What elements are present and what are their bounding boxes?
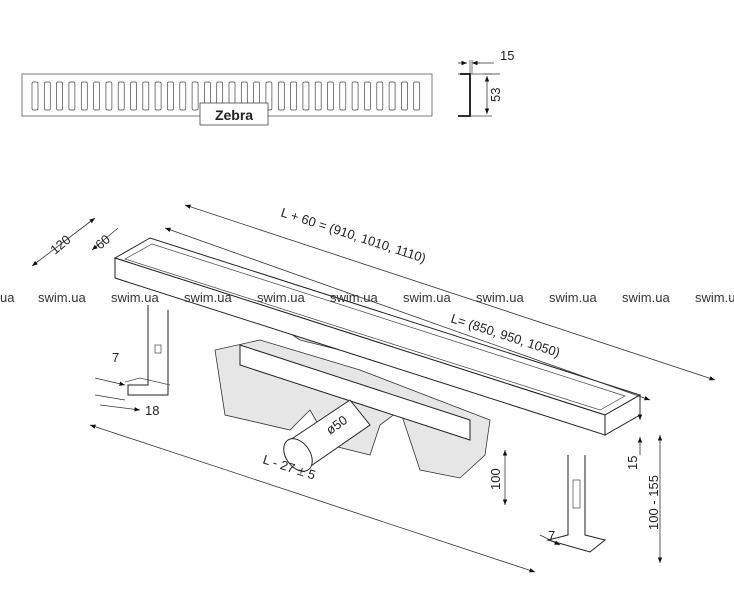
dim-bracket-hole: 7 xyxy=(112,350,119,365)
grate-slot xyxy=(314,81,322,111)
watermark-text: swim.ua xyxy=(549,290,597,305)
grate-slot xyxy=(93,81,100,111)
profile-width-label: 15 xyxy=(500,48,514,63)
grate-slot xyxy=(167,81,174,111)
channel-body xyxy=(113,237,642,553)
grate-slot xyxy=(68,81,76,111)
grate-slot xyxy=(265,81,273,111)
grate-slots xyxy=(31,81,421,111)
grate-slot xyxy=(56,81,63,111)
grate-slot xyxy=(179,81,187,111)
grate-name-box xyxy=(199,102,269,126)
grate-profile: 15 53 xyxy=(458,48,514,117)
dim-width-outer: 120 xyxy=(47,232,73,257)
watermark-text: swim.ua xyxy=(476,290,524,305)
watermark-text: swim.ua xyxy=(330,290,378,305)
grate-slot xyxy=(401,81,408,111)
watermark-text: swim.ua xyxy=(257,290,305,305)
grate-slot xyxy=(277,81,285,111)
grate-slot xyxy=(327,81,334,111)
grate-slot xyxy=(302,81,310,111)
grate-slot xyxy=(339,81,347,111)
grate-slot xyxy=(413,81,421,111)
dim-grate-thickness: 15 xyxy=(625,456,640,470)
grate-slot xyxy=(43,81,51,111)
watermark-text: swim.ua xyxy=(403,290,451,305)
grate-slot xyxy=(105,81,113,111)
watermark-text: swim.ua xyxy=(111,290,159,305)
grate-slot xyxy=(351,81,359,111)
dimension-lines xyxy=(31,204,716,573)
watermark-text: ua xyxy=(0,290,15,305)
grate-slot xyxy=(191,81,199,111)
grate-slot xyxy=(117,81,125,111)
watermark: ua swim.ua swim.ua swim.ua swim.ua swim.… xyxy=(0,290,734,305)
grate-slot xyxy=(290,81,297,111)
grate-slot xyxy=(364,81,371,111)
watermark-text: swim.ua xyxy=(695,290,734,305)
grate-slot xyxy=(376,81,384,111)
dim-outlet-height: 100 xyxy=(488,468,503,490)
watermark-text: swim.ua xyxy=(38,290,86,305)
grate-slot xyxy=(142,81,150,111)
grate-slot xyxy=(80,81,88,111)
grate-slot xyxy=(154,81,162,111)
grate-name-label: Zebra xyxy=(215,107,253,123)
dim-foot-hole: 7 xyxy=(548,528,555,543)
zebra-grate-top-view: Zebra xyxy=(21,73,433,126)
dim-total-length: L + 60 = (910, 1010, 1110) xyxy=(279,205,428,266)
profile-height-label: 53 xyxy=(488,88,503,102)
grate-slot xyxy=(130,81,137,111)
watermark-text: swim.ua xyxy=(622,290,670,305)
watermark-text: swim.ua xyxy=(184,290,232,305)
dim-bracket-width: 18 xyxy=(145,403,159,418)
grate-slot xyxy=(31,81,39,111)
dim-height-range: 100 - 155 xyxy=(646,475,661,530)
grate-slot xyxy=(388,81,396,111)
